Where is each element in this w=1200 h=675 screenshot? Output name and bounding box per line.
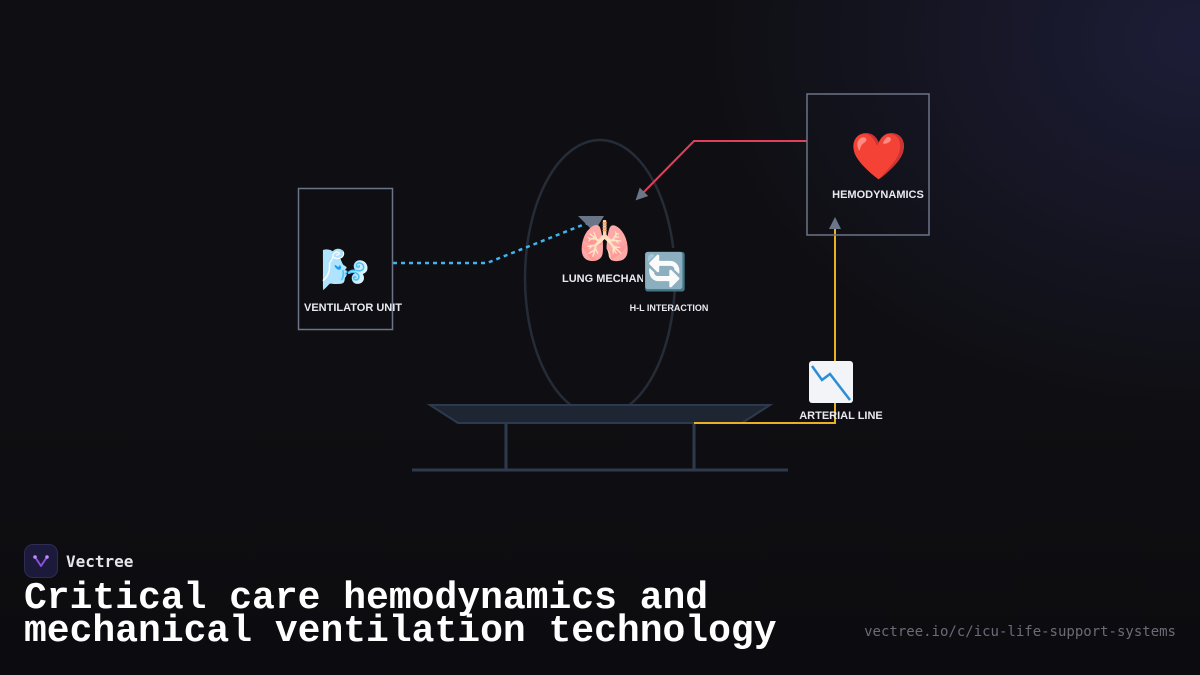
arterial-line-node: ARTERIAL LINE [799, 361, 883, 422]
page-title: Critical care hemodynamics and mechanica… [24, 577, 777, 653]
brand: Vectree [24, 544, 133, 578]
ventilation-link [393, 220, 591, 265]
source-url[interactable]: vectree.io/c/icu-life-support-systems [864, 624, 1176, 640]
ventilator-wind-icon: 🌬️ [320, 247, 370, 293]
icu-diagram: 🌬️ VENTILATOR UNIT 🫁 LUNG MECHANICS 🔄 H-… [297, 93, 930, 472]
vectree-logo-icon [24, 544, 58, 578]
hemodynamics-label: HEMODYNAMICS [832, 189, 924, 201]
hl-interaction-icon-tile [643, 248, 687, 290]
arterial-chart-icon-tile [809, 361, 853, 403]
hemodynamics-box [806, 93, 930, 236]
arterial-line-label: ARTERIAL LINE [799, 410, 883, 422]
heart-icon: ❤️ [850, 129, 908, 183]
patient-bed [412, 138, 788, 472]
hemodynamic-link [635, 140, 807, 201]
hl-interaction-node: 🔄 H-L INTERACTION [630, 248, 709, 313]
bed-mattress [426, 404, 774, 424]
ventilator-unit-node: 🌬️ VENTILATOR UNIT [297, 187, 402, 331]
lung-mechanics-label: LUNG MECHANICS [562, 273, 663, 285]
arterial-chart-trend [810, 365, 851, 401]
ventilator-unit-label: VENTILATOR UNIT [304, 302, 402, 314]
cycle-arrows-icon: 🔄 [643, 251, 688, 293]
vectree-logo-glyph [33, 555, 49, 567]
lung-marker-triangle [578, 216, 604, 232]
hl-interaction-label: H-L INTERACTION [630, 303, 709, 313]
ventilator-unit-box [297, 187, 394, 331]
lungs-icon: 🫁 [579, 217, 631, 266]
arterial-link [694, 217, 841, 424]
hemodynamics-node: ❤️ HEMODYNAMICS [806, 93, 930, 236]
brand-name: Vectree [66, 551, 134, 571]
lung-mechanics-node: 🫁 LUNG MECHANICS [562, 217, 663, 285]
